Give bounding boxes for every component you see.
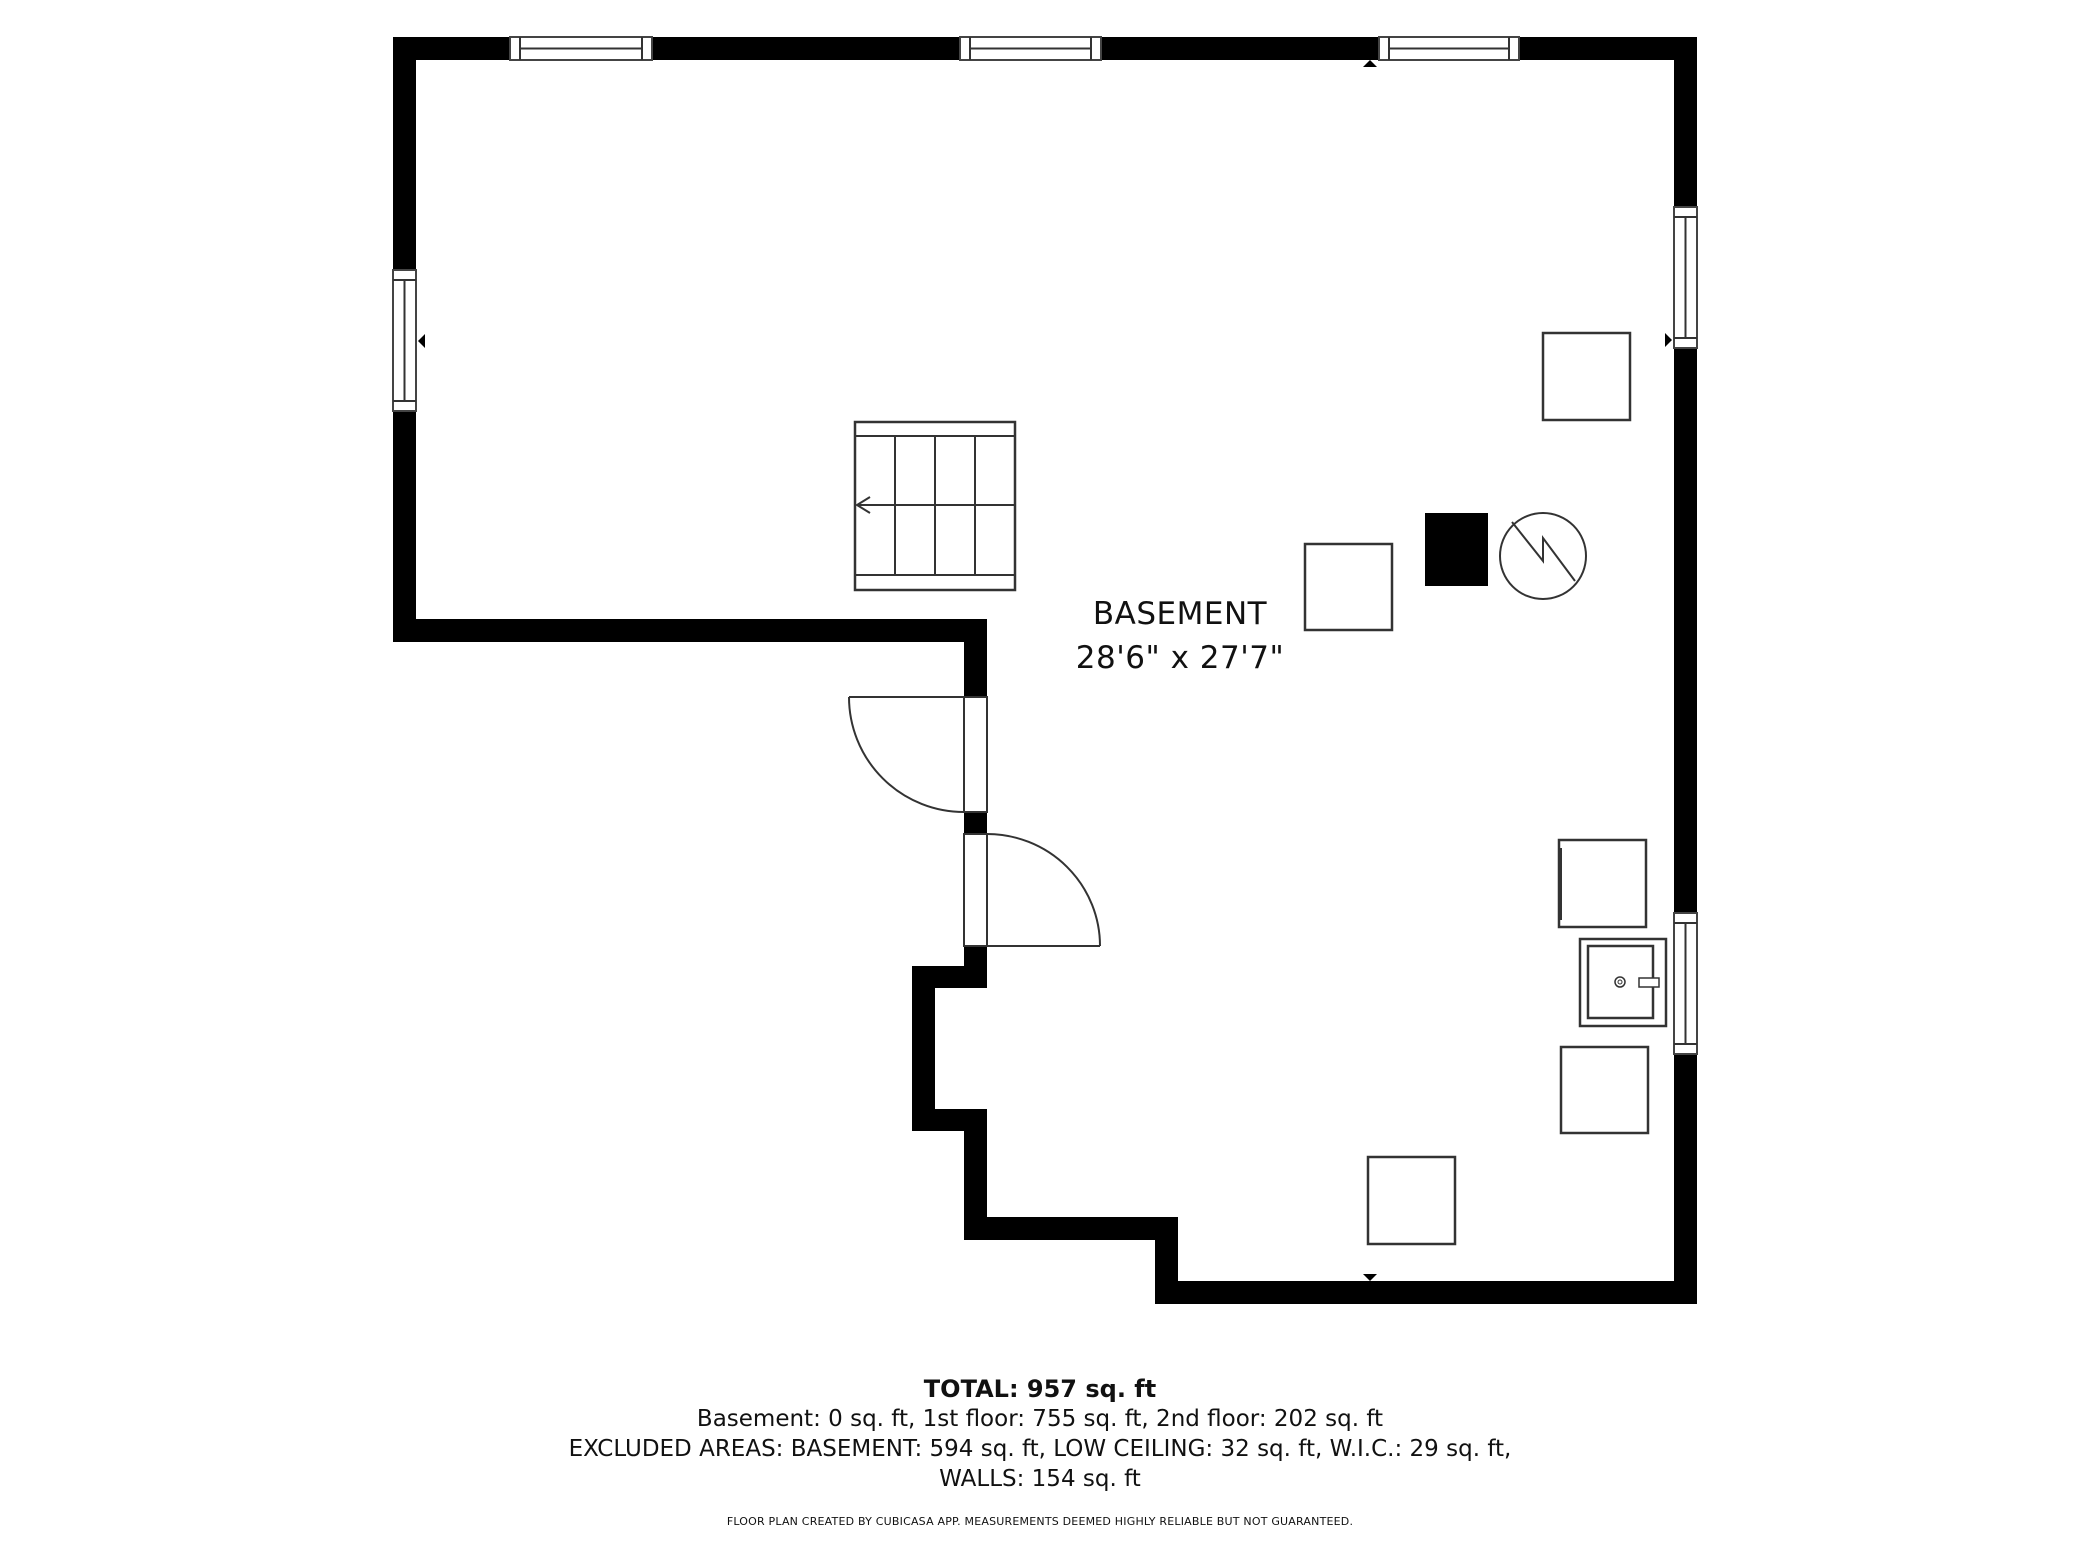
door-upper[interactable] [848,696,988,813]
window-top-2 [959,36,1102,61]
door-lower[interactable] [963,833,1101,947]
stairs-icon [853,420,1017,592]
arrow-right-icon [1665,333,1672,347]
box-fixture [1541,331,1632,422]
excluded-areas: EXCLUDED AREAS: BASEMENT: 594 sq. ft, LO… [568,1436,1512,1462]
walls-area: WALLS: 154 sq. ft [939,1466,1141,1492]
total-area: TOTAL: 957 sq. ft [923,1375,1157,1403]
arrow-down-icon [1363,1274,1377,1281]
washer-icon [1557,838,1648,929]
arrow-left-icon [418,334,425,348]
box-fixture [1303,542,1394,632]
floor-areas: Basement: 0 sq. ft, 1st floor: 755 sq. f… [696,1406,1384,1432]
dryer-icon [1559,1045,1650,1135]
chimney-icon [1425,513,1488,586]
credit-disclaimer: FLOOR PLAN CREATED BY CUBICASA APP. MEAS… [726,1515,1354,1528]
utility-sink-icon [1578,937,1668,1028]
room-dimensions: 28'6" x 27'7" [1075,640,1285,676]
water-heater-icon [1499,512,1587,600]
window-top-1 [509,36,653,61]
arrow-up-icon [1363,60,1377,67]
window-left [392,269,417,412]
window-right-2 [1673,912,1698,1055]
window-right-1 [1673,206,1698,349]
box-fixture [1366,1155,1457,1246]
window-top-3 [1378,36,1520,61]
room-name: BASEMENT [1092,596,1268,632]
